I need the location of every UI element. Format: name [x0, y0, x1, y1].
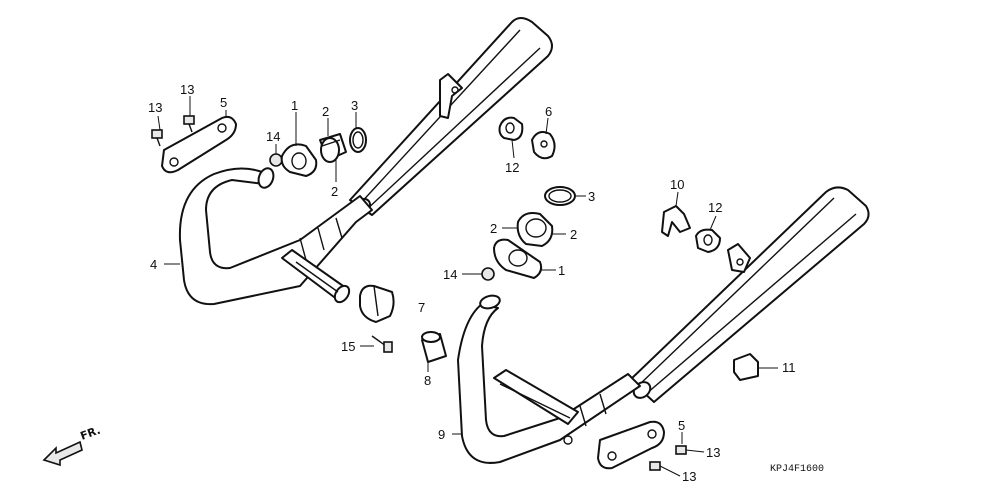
lower-muffler-bracket — [727, 243, 751, 273]
ring-3-middle — [544, 186, 576, 206]
label-2: 2 — [322, 104, 329, 119]
bolt-13-upper-a — [151, 129, 163, 147]
bolt-13-lower-a — [675, 445, 687, 455]
label-12: 12 — [505, 160, 519, 175]
front-direction-label: FR. — [79, 424, 103, 443]
label-1: 1 — [291, 98, 298, 113]
clamp-7 — [359, 284, 395, 323]
diagram-code: KPJ4F1600 — [770, 464, 824, 475]
front-direction-arrow — [42, 440, 83, 467]
sleeve-8 — [421, 331, 447, 363]
cap-11 — [733, 353, 759, 381]
label-13: 13 — [180, 82, 194, 97]
label-10: 10 — [670, 177, 684, 192]
label-14: 14 — [443, 267, 457, 282]
label-7: 7 — [418, 300, 425, 315]
heat-shield-5-lower — [597, 420, 665, 470]
leader-lines — [157, 96, 778, 477]
exhaust-pipe-9 — [457, 294, 641, 464]
label-6: 6 — [545, 104, 552, 119]
heat-shield-5-upper — [161, 115, 237, 174]
callout-labels: 13 13 5 1 2 3 14 2 4 6 12 3 10 12 2 2 14… — [148, 82, 796, 484]
flange-1-upper — [280, 143, 318, 177]
upper-muffler — [349, 17, 553, 217]
label-3: 3 — [351, 98, 358, 113]
nut-14-upper — [269, 153, 283, 167]
bolt-15 — [371, 335, 393, 353]
label-4: 4 — [150, 257, 157, 272]
label-2: 2 — [331, 184, 338, 199]
grommet-12-lower — [695, 228, 721, 253]
gasket-2-upper — [319, 133, 347, 163]
nut-14-middle — [481, 267, 495, 281]
cross-pipe-lower — [493, 369, 579, 425]
label-14: 14 — [266, 129, 280, 144]
exhaust-pipe-4 — [178, 167, 373, 306]
bolt-13-upper-b — [183, 115, 195, 133]
flange-1-middle — [493, 238, 543, 279]
label-13: 13 — [148, 100, 162, 115]
collar-6 — [531, 131, 556, 160]
label-5: 5 — [220, 95, 227, 110]
label-8: 8 — [424, 373, 431, 388]
label-15: 15 — [341, 339, 355, 354]
label-12: 12 — [708, 200, 722, 215]
label-3: 3 — [588, 189, 595, 204]
ring-3-upper — [349, 127, 367, 153]
lower-muffler — [629, 186, 870, 403]
upper-muffler-bracket — [439, 73, 463, 119]
cross-pipe-upper — [281, 249, 351, 304]
label-11: 11 — [782, 360, 796, 375]
label-13: 13 — [682, 469, 696, 484]
label-2: 2 — [490, 221, 497, 236]
label-2: 2 — [570, 227, 577, 242]
label-5: 5 — [678, 418, 685, 433]
bracket-10 — [661, 205, 691, 237]
grommet-12-upper — [498, 116, 524, 141]
gasket-2-middle — [516, 212, 554, 247]
label-13: 13 — [706, 445, 720, 460]
label-1: 1 — [558, 263, 565, 278]
label-9: 9 — [438, 427, 445, 442]
bolt-13-lower-b — [649, 461, 661, 471]
